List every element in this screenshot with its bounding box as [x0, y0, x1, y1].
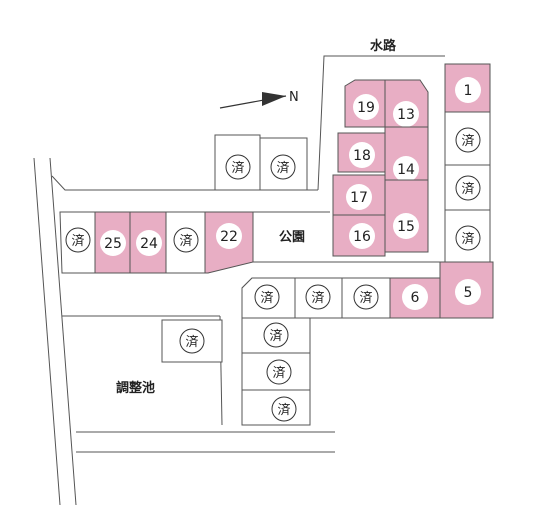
- lot-parcel-sold-l: 済: [165, 211, 206, 274]
- lot-badge: [225, 154, 251, 180]
- lot-parcel-lot-14: 14: [384, 126, 429, 182]
- lot-number-label: 1: [464, 83, 473, 99]
- lot-parcel-sold-k: 済: [259, 137, 308, 191]
- left-road-edge-inner: [49, 157, 77, 506]
- waterway-label: 水路: [370, 38, 397, 54]
- lot-badge: [349, 142, 375, 168]
- lot-parcel-lot-16: 16: [332, 214, 386, 257]
- lot-badge: [271, 396, 297, 422]
- lot-badge: [455, 77, 481, 103]
- lot-badge: [65, 227, 91, 253]
- pond-label: 調整池: [116, 380, 155, 396]
- left-road-edge-outer: [33, 157, 61, 506]
- lot-badge: [179, 328, 205, 354]
- sold-mark-label: 済: [276, 160, 289, 176]
- sold-mark-label: 済: [231, 160, 244, 176]
- lot-parcel-lot-19: 19: [344, 79, 386, 128]
- lot-parcel-sold-e: 済: [294, 277, 343, 319]
- lot-parcel-sold-f: 済: [241, 277, 296, 319]
- lot-number-label: 6: [411, 290, 420, 306]
- lot-badge: [455, 175, 481, 201]
- lot-badge: [266, 359, 292, 385]
- sold-mark-label: 済: [272, 365, 285, 381]
- lot-parcel-sold-c: 済: [444, 209, 491, 263]
- lot-parcel-sold-i: 済: [241, 389, 311, 426]
- lots-layer: 15613141516171819222425済済済済済済済済済済済済済済: [59, 63, 494, 426]
- sold-mark-label: 済: [277, 402, 290, 418]
- lot-number-label: 18: [353, 148, 371, 164]
- lot-badge: [173, 227, 199, 253]
- sold-mark-label: 済: [461, 133, 474, 149]
- lot-badge: [270, 154, 296, 180]
- lot-parcel-sold-n: 済: [161, 319, 223, 363]
- lot-number-label: 13: [397, 107, 415, 123]
- lot-number-label: 15: [397, 219, 415, 235]
- lot-badge: [393, 156, 419, 182]
- lot-badge: [402, 284, 428, 310]
- lot-parcel-sold-h: 済: [241, 352, 311, 391]
- lot-number-label: 17: [350, 190, 368, 206]
- north-label: N: [289, 90, 299, 105]
- lot-parcel-sold-m: 済: [59, 211, 96, 274]
- lot-parcel-lot-1: 1: [444, 63, 491, 113]
- lot-parcel-sold-b: 済: [444, 164, 491, 211]
- lot-number-label: 16: [353, 229, 371, 245]
- lot-parcel-lot-5: 5: [439, 261, 494, 319]
- lot-badge: [254, 284, 280, 310]
- north-arrow: N: [219, 90, 299, 109]
- lot-badge: [353, 284, 379, 310]
- lot-number-label: 14: [397, 162, 415, 178]
- lot-number-label: 5: [464, 285, 473, 301]
- lot-number-label: 22: [220, 229, 238, 245]
- sold-mark-label: 済: [359, 290, 372, 306]
- lot-parcel-lot-6: 6: [389, 277, 441, 319]
- lot-badge: [393, 213, 419, 239]
- lot-parcel-sold-g: 済: [241, 317, 311, 354]
- lot-badge: [455, 225, 481, 251]
- park-label: 公園: [279, 229, 305, 245]
- lot-parcel-sold-a: 済: [444, 111, 491, 166]
- lot-badge: [263, 322, 289, 348]
- lot-parcel-sold-d: 済: [341, 277, 391, 319]
- lot-badge: [216, 223, 242, 249]
- sold-mark-label: 済: [311, 290, 324, 306]
- lot-badge: [455, 279, 481, 305]
- lot-badge: [393, 101, 419, 127]
- sold-mark-label: 済: [179, 233, 192, 249]
- sold-mark-label: 済: [185, 334, 198, 350]
- lot-parcel-lot-25: 25: [94, 211, 131, 274]
- lot-badge: [100, 230, 126, 256]
- lot-number-label: 24: [140, 236, 158, 252]
- lot-parcel-lot-15: 15: [384, 179, 429, 253]
- lot-parcel-sold-j: 済: [214, 134, 261, 191]
- waterway-edge: [317, 55, 445, 191]
- sold-mark-label: 済: [269, 328, 282, 344]
- lot-parcel-lot-22: 22: [204, 211, 254, 274]
- sold-mark-label: 済: [461, 181, 474, 197]
- lot-badge: [136, 230, 162, 256]
- lot-parcel-lot-13: 13: [384, 79, 429, 128]
- lot-number-label: 19: [357, 100, 375, 116]
- sold-mark-label: 済: [461, 231, 474, 247]
- sold-mark-label: 済: [260, 290, 273, 306]
- lot-badge: [305, 284, 331, 310]
- lot-number-label: 25: [104, 236, 122, 252]
- sold-mark-label: 済: [71, 233, 84, 249]
- lot-parcel-lot-18: 18: [337, 132, 386, 173]
- lot-badge: [455, 127, 481, 153]
- lot-badge: [353, 94, 379, 120]
- lot-parcel-lot-24: 24: [129, 211, 167, 274]
- lot-parcel-lot-17: 17: [332, 174, 386, 216]
- lot-badge: [346, 184, 372, 210]
- lot-badge: [349, 223, 375, 249]
